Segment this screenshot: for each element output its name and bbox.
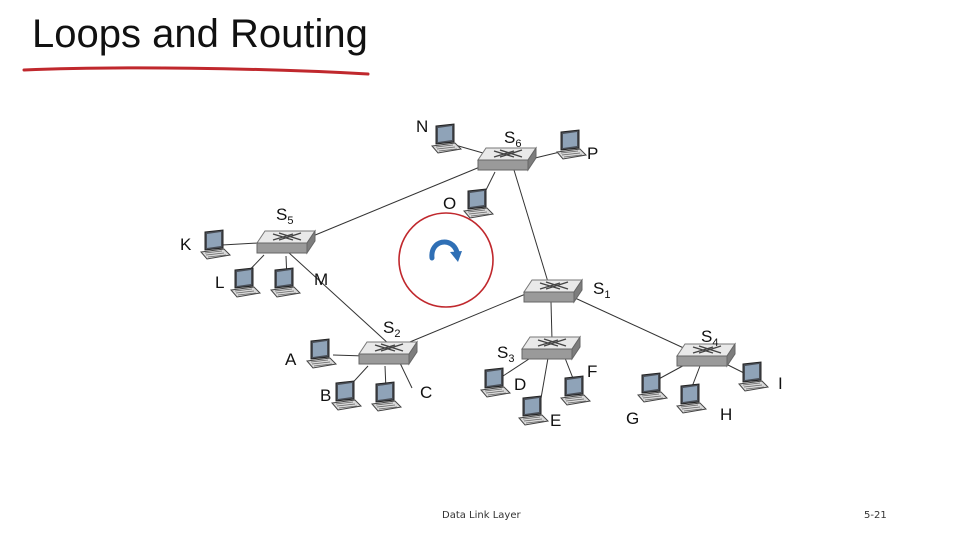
host-l-icon (230, 267, 261, 298)
footer-chapter: Data Link Layer (442, 510, 521, 521)
switch-s2-icon (358, 341, 418, 365)
switch-s1-icon (523, 279, 583, 303)
host-label-h: H (720, 405, 732, 424)
host-label-k: K (180, 235, 192, 254)
host-p-icon (556, 129, 587, 160)
host-label-b: B (320, 386, 331, 405)
switch-s3-icon (521, 336, 581, 360)
host-label-a: A (285, 350, 297, 369)
host-label-l: L (215, 273, 224, 292)
host-links (221, 144, 749, 405)
host-n-icon (431, 123, 462, 154)
switch-label-s2: S2 (383, 318, 400, 340)
switch-s5-icon (256, 230, 316, 254)
host-label-e: E (550, 411, 561, 430)
switch-label-s1: S1 (593, 279, 610, 301)
switch-s4-icon (676, 343, 736, 367)
host-a-icon (306, 338, 337, 369)
slide-title: Loops and Routing (32, 12, 368, 56)
loop-circle (398, 212, 494, 308)
host-label-n: N (416, 117, 428, 136)
host-b-icon (331, 380, 362, 411)
host-d-icon (480, 367, 511, 398)
host-label-c: C (420, 383, 432, 402)
switch-label-s3: S3 (497, 343, 514, 365)
loop-arrow-icon (429, 239, 462, 262)
host-label-o: O (443, 194, 456, 213)
host-label-i: I (778, 374, 783, 393)
host-label-f: F (587, 362, 597, 381)
host-h-icon (676, 383, 707, 414)
host-c-icon (371, 381, 402, 412)
host-m-icon (270, 267, 301, 298)
host-i-icon (738, 361, 769, 392)
host-label-d: D (514, 375, 526, 394)
switch-s6-icon (477, 147, 537, 171)
host-label-g: G (626, 409, 639, 428)
host-f-icon (560, 375, 591, 406)
switch-label-s6: S6 (504, 128, 521, 150)
footer-page-number: 5-21 (864, 510, 887, 521)
switch-label-s5: S5 (276, 205, 293, 227)
title-underline (22, 66, 370, 76)
host-label-p: P (587, 144, 598, 163)
switch-label-s4: S4 (701, 327, 718, 349)
host-label-m: M (314, 270, 328, 289)
host-e-icon (518, 395, 549, 426)
switch-links (287, 161, 689, 351)
host-o-icon (463, 188, 494, 219)
